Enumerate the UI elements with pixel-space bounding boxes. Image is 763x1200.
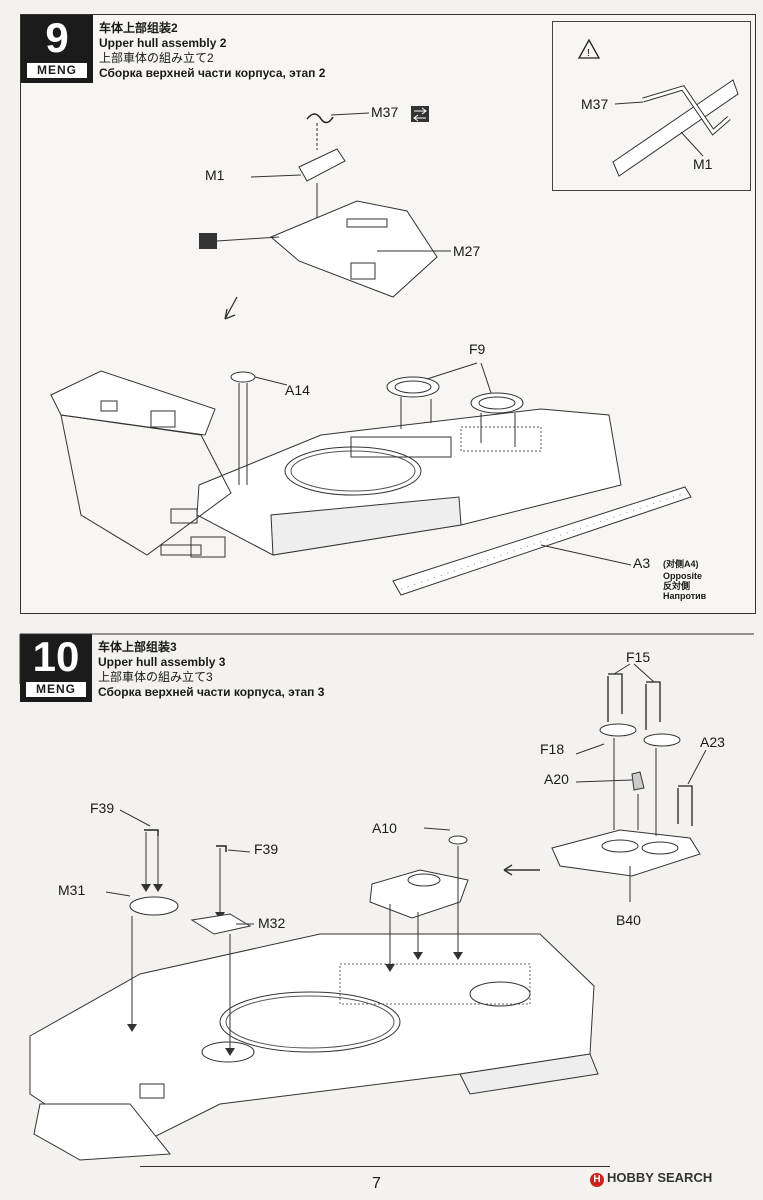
hobby-search-logo-icon: H: [590, 1173, 604, 1187]
inset-label-m37: M37: [581, 96, 609, 112]
step-9-titles: 车体上部组装2 Upper hull assembly 2 上部車体の組み立て2…: [99, 21, 325, 81]
label-a10: A10: [372, 820, 397, 836]
step-10-panel: 10 MENG 车体上部组装3 Upper hull assembly 3 上部…: [19, 633, 754, 1162]
label-m37: M37: [371, 104, 399, 120]
label-a20: A20: [544, 771, 569, 787]
label-m27: M27: [453, 243, 481, 259]
step-9-drawing: [50, 106, 692, 596]
title-en: Upper hull assembly 2: [99, 36, 227, 50]
title-ru: Сборка верхней части корпуса, этап 3: [98, 685, 325, 699]
label-b40: B40: [616, 912, 641, 928]
inset-label-m1: M1: [693, 156, 713, 172]
label-f9: F9: [469, 341, 486, 357]
title-en: Upper hull assembly 3: [98, 655, 226, 669]
label-f18: F18: [540, 741, 565, 757]
title-ru: Сборка верхней части корпуса, этап 2: [99, 66, 326, 80]
brand-logo: MENG: [26, 682, 86, 697]
title-jp: 上部車体の組み立て2: [99, 51, 214, 65]
label-f39-left: F39: [90, 800, 115, 816]
title-cn: 车体上部组装2: [99, 21, 178, 35]
step-9-badge: 9 MENG: [21, 15, 93, 83]
label-a3-note: (对侧A4): [663, 559, 699, 569]
step-10-drawing: [19, 633, 754, 1161]
footer-rule: [140, 1166, 610, 1167]
detail-inset: ! M37 M1: [552, 21, 751, 191]
step-number: 9: [45, 14, 69, 61]
step-10-badge: 10 MENG: [20, 634, 92, 702]
step-10-titles: 车体上部组装3 Upper hull assembly 3 上部車体の組み立て3…: [98, 640, 324, 700]
label-a14: A14: [285, 382, 310, 398]
watermark-text: HOBBY SEARCH: [607, 1170, 713, 1185]
label-opposite-en: Opposite: [663, 571, 703, 581]
label-m32: M32: [258, 915, 286, 931]
label-a23: A23: [700, 734, 725, 750]
title-cn: 车体上部组装3: [98, 640, 177, 654]
warning-triangle-icon: [577, 38, 601, 59]
page-number: 7: [372, 1175, 381, 1192]
inset-drawing: !: [577, 38, 739, 177]
warning-mark: !: [587, 48, 590, 59]
step-9-panel: 9 MENG 车体上部组装2 Upper hull assembly 2 上部車…: [20, 14, 756, 614]
label-opposite-jp: 反対側: [663, 581, 691, 591]
label-a3: A3: [633, 555, 651, 571]
label-f39-right: F39: [254, 841, 279, 857]
brand-logo: MENG: [27, 63, 87, 78]
glue-icon: [199, 233, 217, 249]
flip-icon: [411, 106, 429, 122]
label-m31: M31: [58, 882, 86, 898]
step-number: 10: [32, 633, 80, 680]
label-f15: F15: [626, 649, 651, 665]
label-m1: M1: [205, 167, 225, 183]
label-opposite-ru: Напротив: [663, 591, 707, 601]
title-jp: 上部車体の組み立て3: [98, 670, 213, 684]
